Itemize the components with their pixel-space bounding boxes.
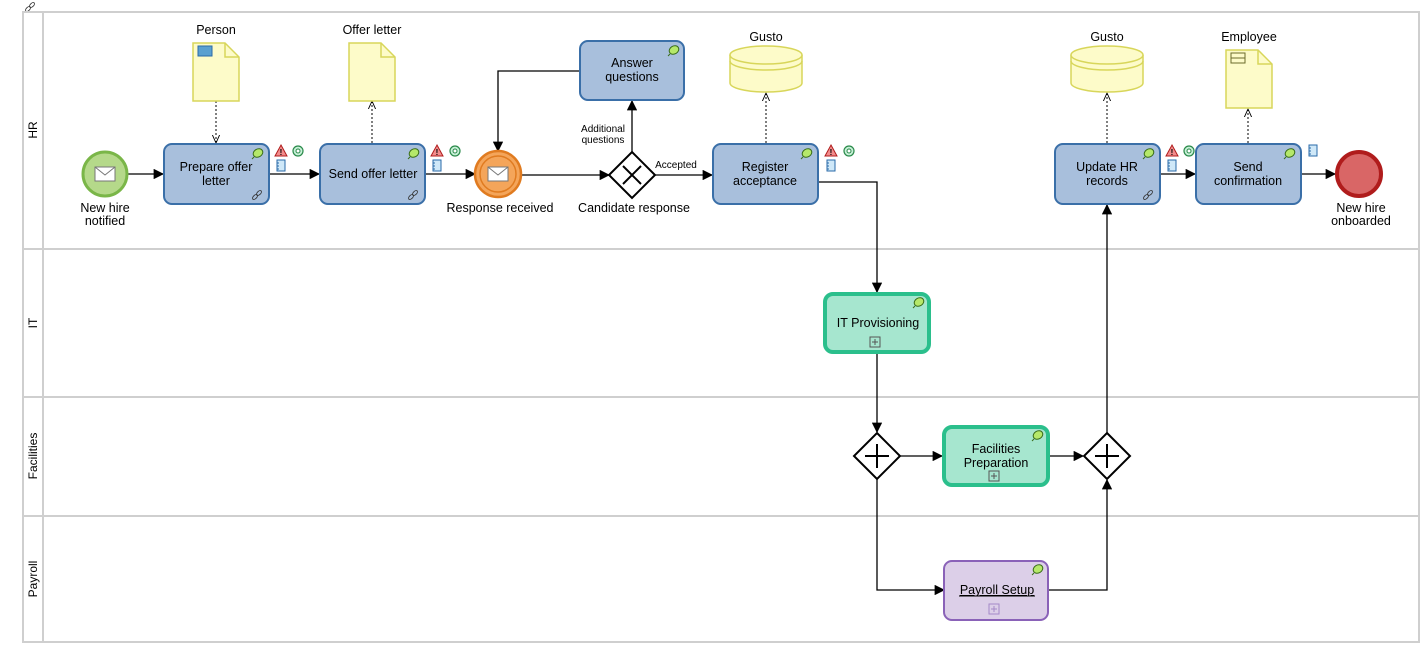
subprocess-label: IT Provisioning — [837, 316, 919, 330]
task-send-offer-letter[interactable]: Send offer letter — [319, 143, 461, 205]
task-label-line1: Send offer letter — [329, 167, 418, 181]
gateway-label: Candidate response — [578, 201, 690, 215]
end-event-label-line1: New hire — [1336, 201, 1385, 215]
data-store-gusto-2[interactable]: Gusto — [1070, 30, 1144, 93]
task-label-line2: letter — [202, 174, 230, 188]
task-prepare-offer-letter[interactable]: Prepare offer letter — [163, 143, 304, 205]
documentation-icon[interactable] — [1308, 144, 1318, 157]
expand-icon[interactable] — [988, 470, 1000, 482]
artifact-label-gusto-2: Gusto — [1090, 30, 1123, 44]
task-label-line1: Prepare offer — [180, 160, 253, 174]
task-label-line2: records — [1086, 174, 1128, 188]
flow-label-additional-line1: Additional — [581, 124, 625, 135]
task-send-confirmation[interactable]: Send confirmation — [1195, 143, 1318, 205]
lane-label-hr: HR — [26, 121, 40, 139]
gear-icon[interactable] — [843, 145, 855, 157]
gear-icon[interactable] — [1183, 145, 1195, 157]
data-object-employee[interactable]: Employee — [1221, 30, 1277, 109]
pool — [22, 11, 1420, 643]
documentation-icon[interactable] — [1167, 159, 1177, 172]
subprocess-facilities-preparation[interactable]: Facilities Preparation — [942, 425, 1050, 487]
intermediate-event-response-received[interactable]: Response received — [446, 149, 554, 215]
parallel-gateway-join[interactable] — [1082, 431, 1132, 481]
artifact-label-gusto-1: Gusto — [749, 30, 782, 44]
envelope-icon — [487, 166, 509, 182]
subprocess-label-line2: Preparation — [964, 456, 1029, 470]
data-associations — [216, 93, 1248, 143]
artifact-label-employee: Employee — [1221, 30, 1277, 44]
task-label-line1: Register — [742, 160, 789, 174]
subprocess-label: Payroll Setup — [960, 583, 1034, 597]
warning-icon[interactable] — [274, 144, 288, 158]
expand-icon[interactable] — [988, 603, 1000, 615]
data-object-person[interactable]: Person — [192, 23, 240, 102]
gear-icon[interactable] — [292, 145, 304, 157]
subprocess-it-provisioning[interactable]: IT Provisioning — [823, 292, 931, 354]
flow-label-accepted: Accepted — [655, 160, 697, 171]
task-update-hr-records[interactable]: Update HR records — [1054, 143, 1195, 205]
warning-icon[interactable] — [1165, 144, 1179, 158]
data-store-gusto-1[interactable]: Gusto — [729, 30, 803, 93]
lane-label-facilities: Facilities — [26, 433, 40, 480]
task-label-line2: questions — [605, 70, 659, 84]
documentation-icon[interactable] — [432, 159, 442, 172]
lane-label-payroll: Payroll — [26, 561, 40, 598]
task-label-line1: Send — [1233, 160, 1262, 174]
end-event-new-hire-onboarded[interactable]: New hire onboarded — [1331, 150, 1391, 228]
start-event-new-hire-notified[interactable]: New hire notified — [80, 150, 130, 228]
documentation-icon[interactable] — [276, 159, 286, 172]
task-label-line1: Answer — [611, 56, 653, 70]
expand-icon[interactable] — [869, 336, 881, 348]
sequence-flows — [128, 70, 1337, 596]
flow-label-additional-line2: questions — [582, 135, 625, 146]
task-label-line1: Update HR — [1076, 160, 1138, 174]
gear-icon[interactable] — [449, 145, 461, 157]
link-icon[interactable] — [24, 1, 36, 13]
data-object-offer-letter[interactable]: Offer letter — [343, 23, 402, 102]
intermediate-event-label: Response received — [446, 201, 553, 215]
task-register-acceptance[interactable]: Register acceptance — [712, 143, 855, 205]
artifact-label-offer-letter: Offer letter — [343, 23, 402, 37]
start-event-label-line2: notified — [85, 214, 125, 228]
documentation-icon[interactable] — [826, 159, 836, 172]
task-label-line2: acceptance — [733, 174, 797, 188]
subprocess-label-line1: Facilities — [972, 442, 1021, 456]
parallel-gateway-split[interactable] — [852, 431, 902, 481]
task-answer-questions[interactable]: Answer questions — [579, 40, 685, 101]
lane-label-it: IT — [26, 317, 40, 328]
data-store-glyph-icon — [197, 45, 213, 57]
subprocess-payroll-setup[interactable]: Payroll Setup — [943, 560, 1049, 621]
warning-icon[interactable] — [824, 144, 838, 158]
end-event-label-line2: onboarded — [1331, 214, 1391, 228]
task-label-line2: confirmation — [1214, 174, 1282, 188]
start-event-label-line1: New hire — [80, 201, 129, 215]
envelope-icon — [94, 166, 116, 182]
warning-icon[interactable] — [430, 144, 444, 158]
artifact-label-person: Person — [196, 23, 236, 37]
exclusive-gateway-candidate-response[interactable]: Candidate response — [578, 150, 690, 215]
